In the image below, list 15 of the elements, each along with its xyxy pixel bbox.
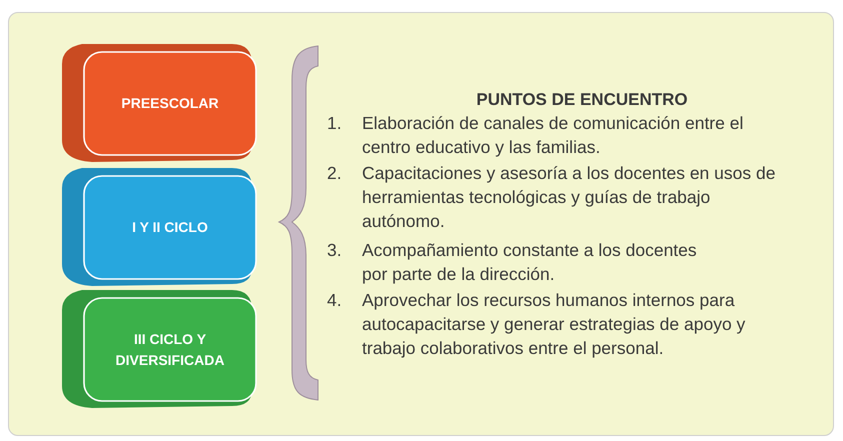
level-label: I Y II CICLO: [131, 218, 209, 237]
list-item-text: Elaboración de canales de comunicación entre el centro educativo y las familias.: [362, 112, 744, 159]
level-label: III CICLO Y DIVERSIFICADA: [114, 330, 226, 370]
list-number: 3.: [327, 239, 342, 262]
list-number: 2.: [327, 162, 342, 185]
list-item-text: Aprovechar los recursos humanos internos para autocapacitarse y generar estrategias de apoyo y trabajo colaborativos entre el personal.: [362, 289, 746, 360]
block-box: [62, 168, 258, 286]
list-item-text: Capacitaciones y asesoría a los docentes en usos de herramientas tecnológicas y guías de trabajo autónomo.: [362, 162, 776, 233]
block-box: [62, 290, 258, 408]
block-box: [62, 44, 258, 162]
level-label: PREESCOLAR: [120, 94, 220, 113]
list-item-text: Acompañamiento constante a los docentes por parte de la dirección.: [362, 239, 698, 286]
heading: PUNTOS DE ENCUENTRO: [475, 89, 689, 111]
list-number: 4.: [327, 289, 342, 312]
list-number: 1.: [327, 112, 342, 135]
